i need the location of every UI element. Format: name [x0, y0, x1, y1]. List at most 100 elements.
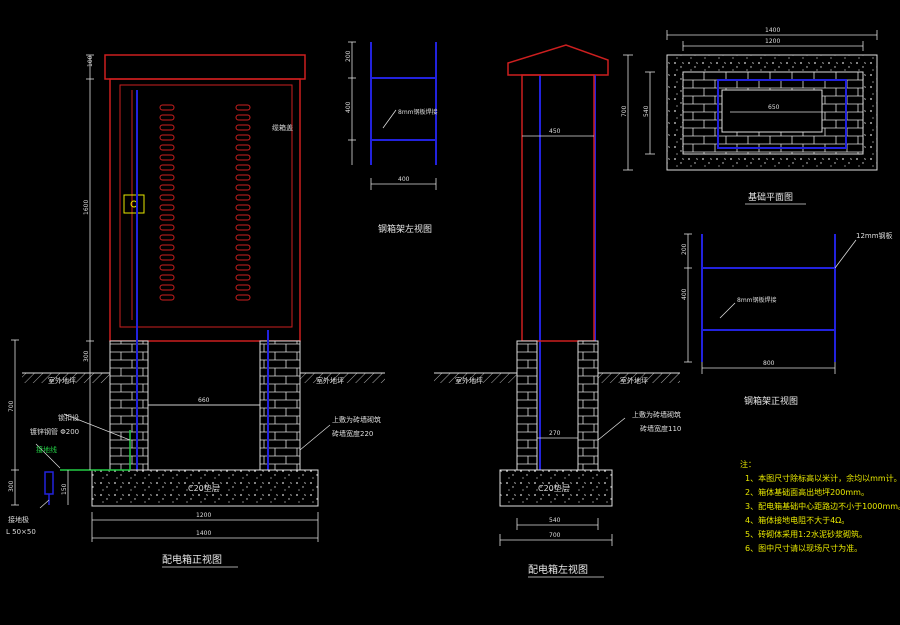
vent-slot: [159, 114, 175, 121]
label-angle: L 50×50: [6, 528, 36, 536]
vent-slot: [235, 144, 251, 151]
notes-heading: 注：: [740, 459, 756, 469]
dim-bl-w: 400: [398, 176, 410, 183]
bracket-front-view: 200 400 800 12mm钢板 8mm钢板焊接 钢箱架正视图: [681, 231, 893, 407]
dim-width-left-inner: 540: [549, 517, 561, 524]
box-body: [109, 78, 301, 342]
vent-slot: [159, 234, 175, 241]
vent-slot: [235, 294, 251, 301]
label-brick-left-2: 砖墙宽度110: [640, 424, 681, 433]
vent-slot: [235, 164, 251, 171]
note-5: 5、砖砌体采用1:2水泥砂浆砌筑。: [745, 529, 867, 539]
dim-bl-top: 200: [345, 50, 352, 62]
vent-slot: [235, 274, 251, 281]
side-pier-right: [577, 340, 599, 471]
label-concrete-left: C20垫层: [538, 483, 570, 493]
vent-slot: [159, 144, 175, 151]
vent-slot: [235, 124, 251, 131]
vent-slot: [235, 284, 251, 291]
vent-slots-right: [235, 104, 251, 301]
label-ground-right: 室外地坪: [316, 376, 344, 385]
title-foundation-plan: 基础平面图: [748, 191, 793, 203]
box-roof: [104, 54, 306, 80]
dim-width-left-outer: 700: [549, 532, 561, 539]
notes-block: 注： 1、本图尺寸除标高以米计，余均以mm计。 2、箱体基础面高出地坪200mm…: [740, 459, 900, 553]
vent-slot: [159, 164, 175, 171]
label-cover: 缆箱盖: [272, 123, 293, 132]
brick-pier-left: [109, 340, 149, 471]
label-brick-front: 上敷为砖墙砌筑: [332, 415, 381, 424]
label-concrete-front: C20垫层: [188, 483, 220, 493]
label-ground-right-1: 室外地坪: [455, 376, 483, 385]
vent-slot: [159, 124, 175, 131]
front-view: 100 1600 300 700 300 150 660 1200 1400 室…: [6, 54, 385, 568]
vent-slots-left: [159, 104, 175, 301]
ground-rod: [44, 471, 54, 495]
title-bracket-front: 钢箱架正视图: [744, 395, 798, 407]
concrete-base-front: [91, 469, 319, 507]
dim-width-front-outer: 1400: [196, 530, 211, 537]
vent-slot: [159, 214, 175, 221]
vent-slot: [235, 254, 251, 261]
dim-bf-w: 800: [763, 360, 775, 367]
note-3: 3、配电箱基础中心距路边不小于1000mm。: [745, 501, 900, 511]
label-brick-left: 上敷为砖墙砌筑: [632, 410, 681, 419]
vent-slot: [235, 224, 251, 231]
title-bracket-left: 钢箱架左视图: [378, 223, 432, 235]
dim-plan-h1: 700: [621, 105, 628, 117]
vent-slot: [159, 104, 175, 111]
vent-slot: [159, 284, 175, 291]
dim-bf-h: 400: [681, 288, 688, 300]
note-2: 2、箱体基础面高出地坪200mm。: [745, 487, 869, 497]
dim-foot: 150: [61, 483, 68, 495]
dim-left-total: 700: [8, 400, 15, 412]
bracket-left-view: 200 400 400 8mm钢板焊接 钢箱架左视图: [345, 41, 438, 235]
title-front-view: 配电箱正视图: [162, 553, 222, 566]
vent-slot: [235, 134, 251, 141]
dim-gap-left-2: 270: [549, 430, 561, 437]
label-pipe: 镀锌钢管 Φ200: [30, 427, 79, 436]
vent-slot: [235, 104, 251, 111]
title-left-view: 配电箱左视图: [528, 563, 588, 576]
vent-slot: [235, 244, 251, 251]
vent-slot: [235, 114, 251, 121]
label-ground-right-2: 室外地坪: [620, 376, 648, 385]
concrete-base-side: [499, 469, 613, 507]
vent-slot: [235, 264, 251, 271]
vent-slot: [235, 234, 251, 241]
label-steel-8a: 8mm钢板焊接: [398, 108, 438, 116]
side-body: [521, 74, 595, 342]
vent-slot: [159, 264, 175, 271]
vent-slot: [159, 224, 175, 231]
dim-base-h: 300: [83, 350, 90, 362]
label-lock: 锁扣设: [58, 413, 79, 422]
dim-gap-front: 660: [198, 397, 210, 404]
vent-slot: [159, 194, 175, 201]
lock-latch: [123, 194, 145, 214]
dim-body-h: 1600: [83, 200, 90, 215]
dim-plan-h2: 540: [643, 105, 650, 117]
vent-slot: [159, 274, 175, 281]
brick-pier-right: [259, 340, 301, 471]
box-door: [119, 84, 293, 328]
vent-slot: [235, 214, 251, 221]
foundation-plan: 1400 1200 650 700 540 基础平面图: [621, 27, 878, 205]
note-4: 4、箱体接地电阻不大于4Ω。: [745, 515, 849, 525]
side-pier-left: [516, 340, 538, 471]
vent-slot: [159, 254, 175, 261]
left-view: 450 270 540 700 室外地坪 室外地坪 上敷为砖墙砌筑 砖墙宽度11…: [434, 44, 681, 578]
vent-slot: [159, 204, 175, 211]
vent-slot: [235, 204, 251, 211]
dim-plan-w1: 1400: [765, 27, 780, 34]
dim-top-h: 100: [87, 55, 94, 67]
dim-plan-w2: 1200: [765, 38, 780, 45]
label-steel-8b: 8mm钢板焊接: [737, 296, 777, 304]
vent-slot: [235, 174, 251, 181]
note-6: 6、图中尺寸请以现场尺寸为准。: [745, 543, 862, 553]
vent-slot: [159, 154, 175, 161]
side-roof: [507, 44, 609, 76]
dim-below-ground: 300: [8, 480, 15, 492]
vent-slot: [159, 134, 175, 141]
label-ground-rod: 接地极: [8, 515, 29, 524]
